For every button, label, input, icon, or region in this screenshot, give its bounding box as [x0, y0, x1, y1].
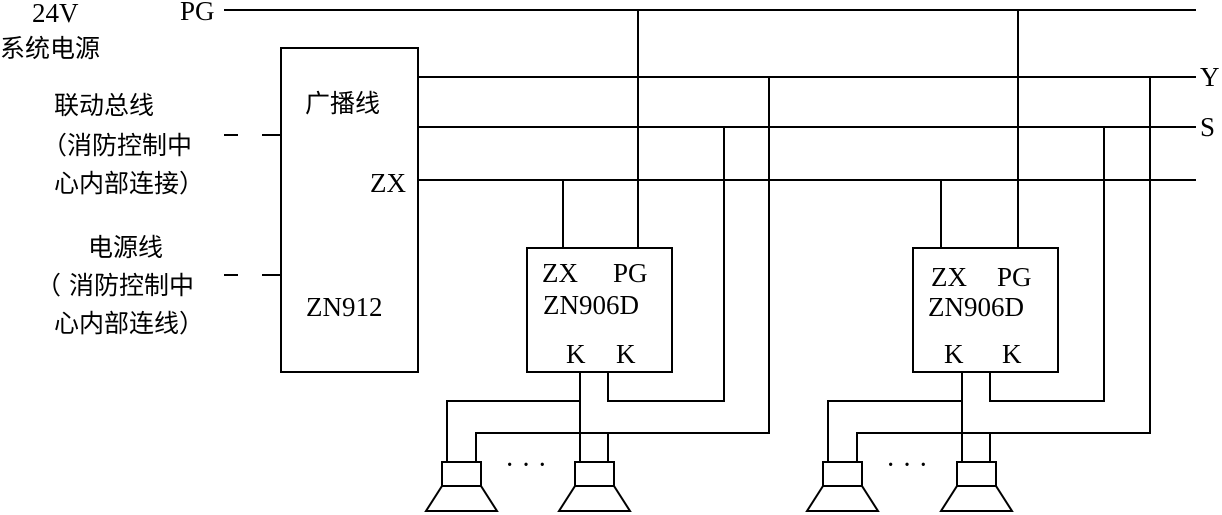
- speaker-icon: [424, 461, 499, 512]
- y-bus-label: Y: [1200, 62, 1220, 92]
- module-1-k1-loop: [446, 400, 580, 462]
- main-zx-label: ZX: [370, 168, 406, 198]
- zn906d-box-2: [912, 247, 1059, 373]
- zn912-box: [280, 47, 419, 373]
- s-bus-label: S: [1200, 112, 1215, 142]
- power-line-note-2: 心内部连线）: [54, 309, 204, 338]
- linkage-bus-note-2: 心内部连接）: [54, 169, 204, 198]
- broadcast-line-label: 广播线: [305, 89, 380, 118]
- module-2: ZX PG ZN906D K K · · ·: [805, 10, 1151, 512]
- linkage-bus-label: 联动总线: [54, 91, 154, 120]
- module-1-y-loop: [475, 77, 770, 462]
- module-2-y-loop: [856, 77, 1151, 462]
- zn906d-box-1: [526, 247, 673, 373]
- main-model-label: ZN912: [306, 292, 383, 322]
- module-2-k2-label: K: [1002, 339, 1022, 369]
- module-2-pg-label: PG: [997, 262, 1032, 292]
- module-1: ZX PG ZN906D K K · · ·: [424, 10, 770, 512]
- speaker-icon: [939, 461, 1014, 512]
- pg-bus-label: PG: [180, 0, 215, 26]
- power-voltage-label: 24V: [32, 0, 79, 28]
- module-2-k1-loop: [827, 400, 962, 462]
- power-line-label: 电源线: [88, 233, 163, 262]
- module-1-pg-label: PG: [613, 258, 648, 288]
- module-1-k1-label: K: [566, 339, 586, 369]
- power-line-note-1: （ 消防控制中: [36, 271, 194, 300]
- speaker-icon: [557, 461, 632, 512]
- module-1-model-label: ZN906D: [543, 290, 639, 320]
- module-2-zx-label: ZX: [931, 262, 967, 292]
- power-desc-label: 系统电源: [0, 34, 100, 63]
- module-2-k2-to-s: [989, 127, 1105, 402]
- module-1-k2-label: K: [616, 339, 636, 369]
- module-1-k2-to-s: [607, 127, 725, 402]
- module-2-model-label: ZN906D: [928, 292, 1024, 322]
- module-2-k1-label: K: [944, 339, 964, 369]
- speaker-icon: [805, 461, 880, 512]
- module-1-dots: · · ·: [505, 450, 547, 481]
- module-1-zx-label: ZX: [542, 258, 578, 288]
- module-2-dots: · · ·: [886, 450, 928, 481]
- linkage-bus-note-1: （消防控制中: [42, 131, 192, 160]
